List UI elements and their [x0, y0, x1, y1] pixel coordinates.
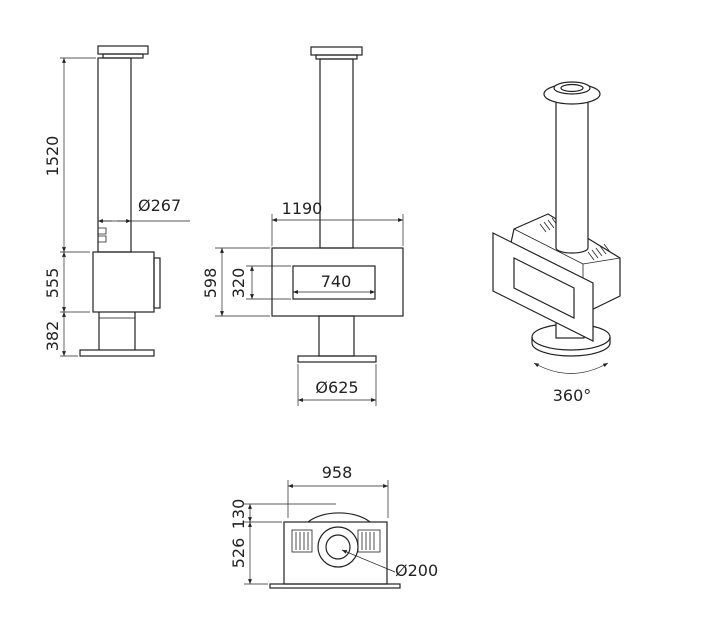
top-flue-inner	[325, 534, 351, 560]
dim-outlet-diameter: Ø200	[395, 561, 438, 580]
side-pedestal	[98, 317, 136, 351]
top-view: Ø200 958 130 526	[229, 463, 438, 589]
dim-front-width: 1190	[282, 199, 323, 218]
side-flue-clip	[98, 227, 107, 243]
dim-side-base-height: 382	[43, 321, 62, 352]
side-base-plate	[79, 349, 155, 357]
perspective-view: 360°	[492, 81, 621, 405]
front-base-plate	[297, 355, 377, 363]
dim-side-flue-height: 1520	[43, 136, 62, 177]
top-vent-left	[291, 529, 313, 553]
perspective-flue	[543, 81, 601, 254]
front-view: 1190 598 320 740 Ø625	[201, 46, 404, 406]
top-body	[283, 521, 388, 585]
dim-top-depth: 526	[229, 538, 248, 569]
dim-top-offset: 130	[229, 499, 248, 530]
side-flue-pipe	[97, 57, 132, 253]
dim-window-height: 320	[229, 268, 248, 299]
front-width-dimension	[271, 214, 404, 246]
base-diameter-dimension	[297, 364, 377, 406]
dim-top-width: 958	[322, 463, 353, 482]
top-vent-right	[357, 529, 381, 553]
top-depth-dimension-chain	[244, 503, 336, 585]
top-width-dimension	[287, 480, 389, 518]
side-body	[92, 251, 155, 313]
dim-side-body-height: 555	[43, 268, 62, 299]
rotation-arrow	[533, 362, 609, 374]
front-height-dimension	[215, 247, 270, 317]
dim-window-width: 740	[321, 272, 352, 291]
side-flue-collar	[97, 45, 149, 59]
dim-base-diameter: Ø625	[315, 378, 358, 397]
dim-front-height: 598	[201, 268, 220, 299]
front-window	[292, 265, 376, 300]
top-flue-outer	[317, 526, 359, 568]
window-height-dimension	[246, 265, 291, 300]
side-view: 1520 555 382 Ø267	[43, 45, 190, 357]
side-door-handle	[153, 257, 161, 309]
dim-flue-diameter: Ø267	[138, 196, 181, 215]
front-pedestal	[318, 315, 355, 357]
flue-diameter-dimension	[98, 212, 190, 226]
outlet-leader-line	[341, 549, 396, 573]
perspective-door	[492, 232, 594, 342]
rotation-label: 360°	[553, 386, 592, 405]
side-dimension-chain	[60, 57, 96, 357]
perspective-top-vent-right	[587, 243, 611, 261]
top-round-plate	[307, 512, 371, 523]
top-base-line	[269, 583, 401, 589]
front-flue-collar	[310, 46, 363, 60]
